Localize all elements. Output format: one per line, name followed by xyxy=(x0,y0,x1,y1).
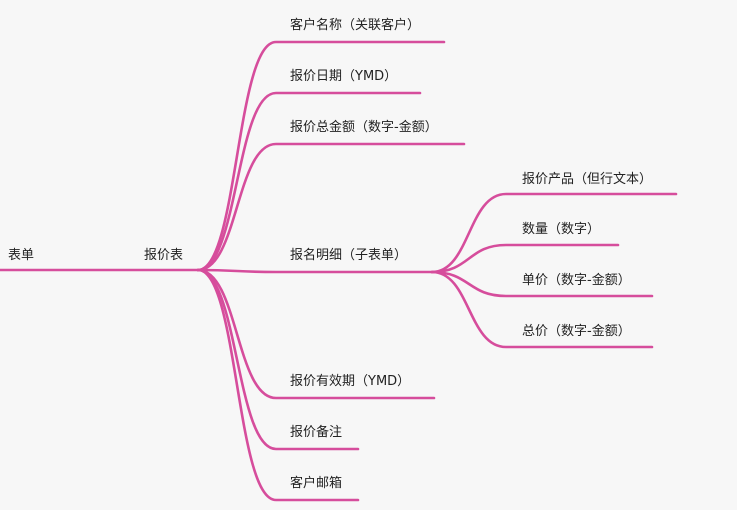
branch-subfield-3 xyxy=(430,270,654,298)
field-node-total-amount[interactable]: 报价总金额（数字-金额） xyxy=(290,120,438,135)
branch-field-4 xyxy=(196,268,434,274)
branch-field-1 xyxy=(196,40,446,272)
branch-field-7 xyxy=(196,268,360,502)
field-node-detail-subform[interactable]: 报名明细（子表单） xyxy=(290,248,408,263)
level1-node[interactable]: 报价表 xyxy=(144,248,184,263)
field-node-quote-date[interactable]: 报价日期（YMD） xyxy=(290,69,398,84)
field-node-valid-period[interactable]: 报价有效期（YMD） xyxy=(290,374,411,389)
field-node-remarks[interactable]: 报价备注 xyxy=(290,425,343,440)
root-node[interactable]: 表单 xyxy=(8,248,35,263)
field-node-customer-email[interactable]: 客户邮箱 xyxy=(290,476,343,491)
subfield-node-total-price[interactable]: 总价（数字-金额） xyxy=(522,324,631,339)
branch-subfield-4 xyxy=(430,270,654,349)
subfield-node-quantity[interactable]: 数量（数字） xyxy=(522,222,601,237)
field-node-customer-name[interactable]: 客户名称（关联客户） xyxy=(290,18,421,33)
subfield-node-product[interactable]: 报价产品（但行文本） xyxy=(522,172,653,187)
branch-field-2 xyxy=(196,91,422,272)
branch-subfield-1 xyxy=(430,192,678,274)
branch-field-5 xyxy=(196,268,436,400)
branch-subfield-2 xyxy=(430,243,620,274)
subfield-node-unit-price[interactable]: 单价（数字-金额） xyxy=(522,273,631,288)
branch-field-3 xyxy=(196,142,466,272)
branch-field-6 xyxy=(196,268,360,451)
